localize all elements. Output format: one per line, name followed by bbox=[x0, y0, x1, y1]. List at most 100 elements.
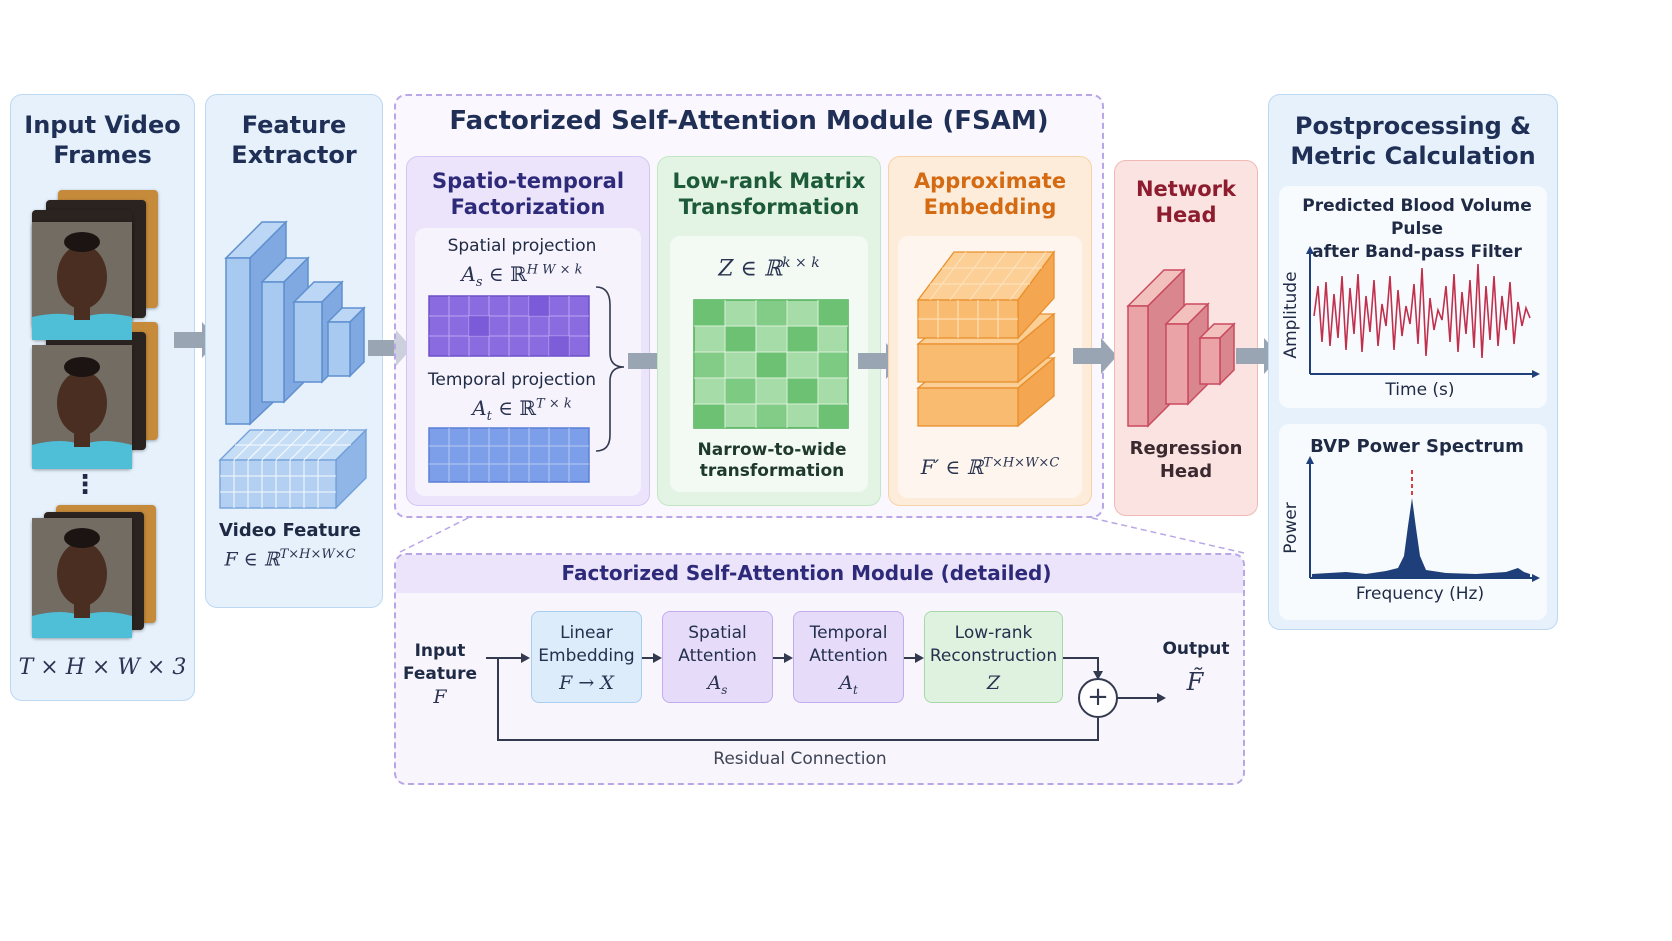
input-dims: T × H × W × 3 bbox=[18, 655, 187, 680]
spectrum-ylabel: Power bbox=[1281, 502, 1301, 554]
step-spatial-math-a: A bbox=[707, 672, 722, 694]
ae-title: Approximate Embedding bbox=[888, 168, 1092, 220]
detailed-input-line2-text: Feature bbox=[402, 664, 478, 684]
feature-extractor-title: Feature Extractor bbox=[205, 110, 383, 170]
postprocessing-title: Postprocessing & Metric Calculation bbox=[1268, 111, 1558, 171]
step-temporal-math-a: A bbox=[839, 672, 853, 694]
stf-title-line1: Spatio-temporal bbox=[431, 169, 625, 193]
stf-title: Spatio-temporal Factorization bbox=[406, 168, 650, 220]
step-spatial-math-sub: s bbox=[721, 682, 728, 697]
lrm-math: Z ∈ ℝk × k bbox=[657, 255, 881, 281]
extractor-title-line2: Extractor bbox=[231, 141, 357, 169]
spatial-projection-grid bbox=[428, 295, 590, 357]
face-frame bbox=[32, 345, 132, 469]
input-title-line2: Frames bbox=[53, 141, 152, 169]
cnn-blocks-icon bbox=[224, 220, 366, 426]
fsam-detailed-title: Factorized Self-Attention Module (detail… bbox=[561, 561, 1052, 585]
spectrum-plot-title: BVP Power Spectrum bbox=[1310, 436, 1524, 457]
head-caption-line2: Head bbox=[1159, 461, 1213, 482]
temporal-projection-label: Temporal projection bbox=[427, 370, 597, 390]
head-title-line1: Network bbox=[1135, 177, 1236, 201]
temporal-math-sub: t bbox=[486, 409, 492, 424]
ae-title-line1: Approximate bbox=[913, 169, 1067, 193]
video-feature-label: Video Feature bbox=[219, 520, 361, 541]
ae-slab-1 bbox=[916, 250, 1056, 340]
step-linear-math: F → X bbox=[559, 672, 614, 694]
detailed-input-line1: Input bbox=[414, 641, 466, 661]
detailed-input-label: Input Feature F bbox=[398, 640, 482, 710]
residual-connection-label: Residual Connection bbox=[713, 749, 887, 769]
spatial-math-in: ∈ ℝ bbox=[482, 262, 527, 286]
video-feature-tensor-icon bbox=[218, 428, 368, 510]
spatial-projection-math: As ∈ ℝH W × k bbox=[415, 262, 629, 290]
network-head-title: Network Head bbox=[1114, 176, 1258, 228]
lrm-caption-line1: Narrow-to-wide bbox=[697, 440, 847, 460]
temporal-math-in: ∈ ℝ bbox=[491, 396, 537, 420]
ae-math-base: F′ ∈ ℝ bbox=[920, 455, 984, 479]
step-temporal-math-sub: t bbox=[852, 682, 858, 697]
bvp-xlabel: Time (s) bbox=[1385, 380, 1455, 400]
fsam-detailed-title-bar bbox=[396, 555, 1243, 593]
step-spatial-math: As bbox=[663, 672, 772, 702]
stf-title-line2: Factorization bbox=[450, 195, 606, 219]
lrm-math-base: Z ∈ ℝ bbox=[718, 256, 783, 282]
spectrum-xlabel: Frequency (Hz) bbox=[1355, 584, 1485, 604]
lrm-title-line2: Transformation bbox=[678, 195, 860, 219]
step-temporal-attention: Temporal Attention At bbox=[793, 611, 904, 703]
feature-math-base: F ∈ ℝ bbox=[224, 548, 280, 571]
post-title-line1: Postprocessing & bbox=[1294, 112, 1532, 140]
spatial-projection-label: Spatial projection bbox=[447, 236, 597, 256]
arrow-fsam-to-head bbox=[1073, 338, 1117, 374]
bvp-title-line1: Predicted Blood Volume Pulse bbox=[1302, 196, 1532, 239]
frames-ellipsis: ⋮ bbox=[72, 470, 98, 500]
residual-sum-icon: + bbox=[1087, 682, 1109, 712]
spatial-math-a: A bbox=[461, 262, 476, 286]
lrm-caption-line2: transformation bbox=[699, 461, 845, 481]
step-linear-line1: Linear bbox=[560, 623, 613, 643]
lrm-caption: Narrow-to-wide transformation bbox=[657, 440, 887, 482]
extractor-title-line1: Feature bbox=[241, 111, 347, 139]
regression-head-icon bbox=[1126, 268, 1236, 428]
head-title-line2: Head bbox=[1155, 203, 1217, 227]
video-feature-math: F ∈ ℝT×H×W×C bbox=[205, 547, 375, 570]
input-title-line1: Input Video bbox=[24, 111, 181, 139]
bvp-title-line2: after Band-pass Filter bbox=[1312, 242, 1522, 262]
lrm-title: Low-rank Matrix Transformation bbox=[657, 168, 881, 220]
spectrum-plot bbox=[1306, 456, 1540, 582]
ae-title-line2: Embedding bbox=[923, 195, 1057, 219]
step-temporal-line1: Temporal bbox=[809, 623, 888, 643]
step-lowrank-line1: Low-rank bbox=[954, 623, 1033, 643]
feature-math-sup: T×H×W×C bbox=[279, 547, 356, 562]
bvp-waveform bbox=[1313, 263, 1531, 359]
head-caption-line1: Regression bbox=[1129, 438, 1243, 459]
temporal-math-sup: T × k bbox=[536, 396, 572, 412]
step-linear-embedding: Linear Embedding F → X bbox=[531, 611, 642, 703]
step-spatial-attention: Spatial Attention As bbox=[662, 611, 773, 703]
ae-slabs-icon bbox=[916, 250, 1056, 428]
lrm-matrix-grid bbox=[693, 299, 849, 429]
fsam-title: Factorized Self-Attention Module (FSAM) bbox=[449, 106, 1049, 136]
bvp-plot bbox=[1306, 246, 1540, 378]
face-frame bbox=[32, 518, 132, 638]
step-lowrank-math: Z bbox=[986, 672, 1001, 694]
temporal-math-a: A bbox=[472, 396, 487, 420]
temporal-projection-grid bbox=[428, 427, 590, 483]
regression-head-caption: Regression Head bbox=[1114, 437, 1258, 483]
step-temporal-math: At bbox=[794, 672, 903, 702]
step-linear-line2: Embedding bbox=[538, 646, 635, 666]
detailed-output-label: Output bbox=[1162, 639, 1230, 659]
post-title-line2: Metric Calculation bbox=[1290, 142, 1536, 170]
step-low-rank-reconstruction: Low-rank Reconstruction Z bbox=[924, 611, 1063, 703]
detailed-output-math: F̃ bbox=[1186, 668, 1204, 696]
lrm-title-line1: Low-rank Matrix bbox=[672, 169, 866, 193]
ae-math-sup: T×H×W×C bbox=[983, 455, 1060, 471]
spatial-math-sub: s bbox=[475, 275, 483, 290]
bvp-plot-title: Predicted Blood Volume Pulse after Band-… bbox=[1279, 195, 1555, 264]
temporal-projection-math: At ∈ ℝT × k bbox=[415, 396, 629, 424]
step-spatial-line2: Attention bbox=[678, 646, 757, 666]
step-lowrank-line2: Reconstruction bbox=[929, 646, 1058, 666]
bvp-ylabel: Amplitude bbox=[1281, 271, 1301, 359]
input-video-title: Input Video Frames bbox=[10, 110, 195, 170]
lrm-math-sup: k × k bbox=[782, 255, 820, 271]
stf-brace bbox=[595, 286, 625, 452]
